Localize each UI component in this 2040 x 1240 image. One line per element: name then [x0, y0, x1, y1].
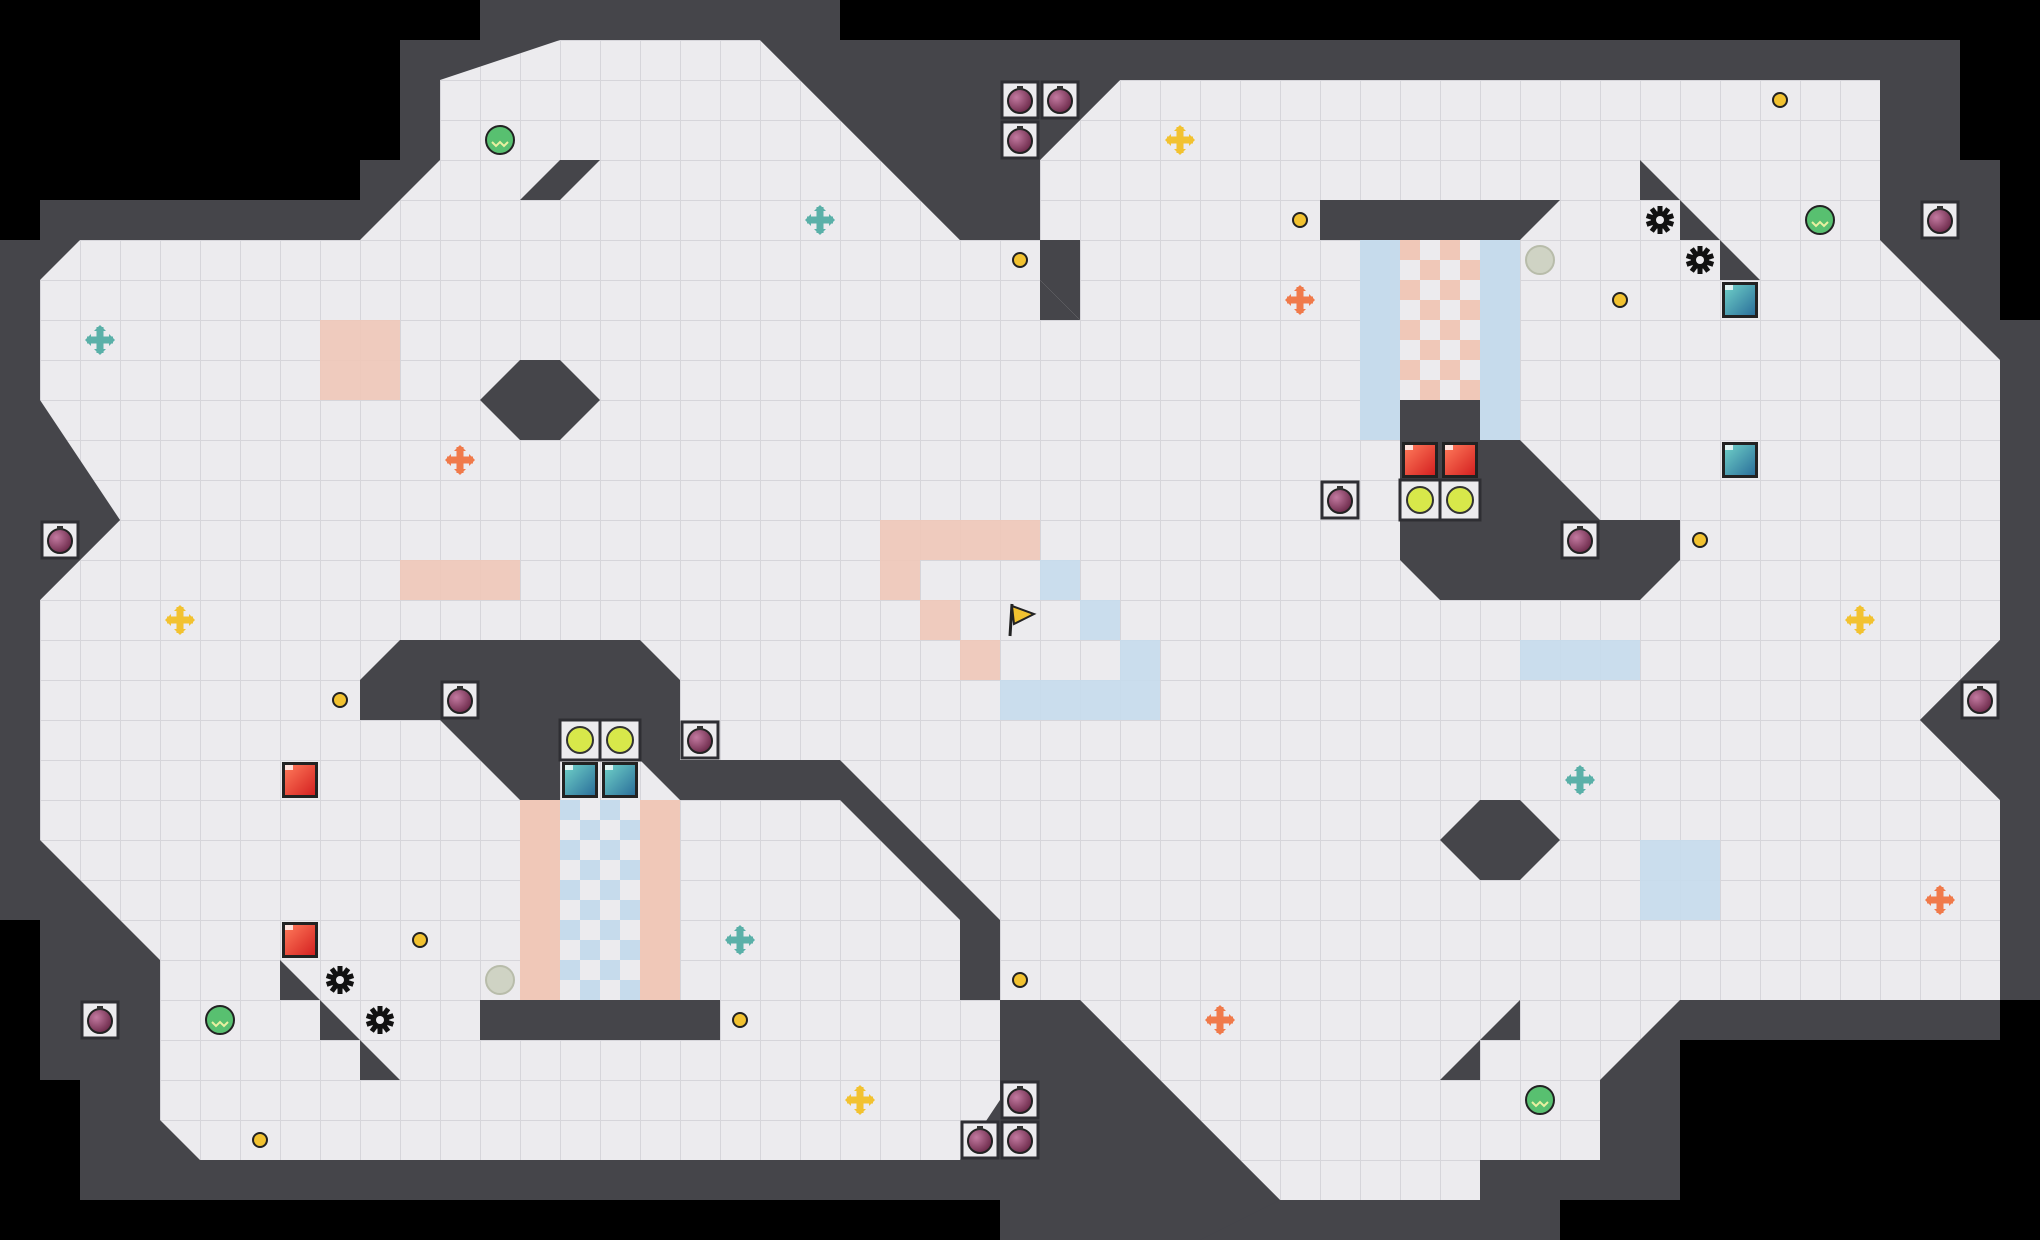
bomb-icon[interactable]: [1320, 480, 1360, 520]
plus-powerup-icon[interactable]: [1845, 605, 1875, 635]
coin-icon[interactable]: [1692, 532, 1708, 548]
green-gem-icon[interactable]: [1525, 1085, 1555, 1115]
right-room-floor: [1000, 80, 2000, 1200]
colored-block-icon[interactable]: [1442, 442, 1478, 478]
gear-spike-icon[interactable]: [365, 1006, 395, 1034]
coin-icon[interactable]: [732, 1012, 748, 1028]
colored-block-icon[interactable]: [602, 762, 638, 798]
colored-block-icon[interactable]: [282, 922, 318, 958]
colored-zones: [320, 240, 1720, 1000]
coin-icon[interactable]: [1612, 292, 1628, 308]
plus-powerup-icon[interactable]: [85, 325, 115, 355]
coin-icon[interactable]: [1772, 92, 1788, 108]
plus-powerup-icon[interactable]: [165, 605, 195, 635]
coin-icon[interactable]: [332, 692, 348, 708]
entities-layer: [40, 80, 2000, 1160]
pressure-button-icon[interactable]: [1398, 478, 1442, 522]
bomb-icon[interactable]: [440, 680, 480, 720]
coin-icon[interactable]: [1292, 212, 1308, 228]
plus-powerup-icon[interactable]: [725, 925, 755, 955]
plus-powerup-icon[interactable]: [1205, 1005, 1235, 1035]
bomb-icon[interactable]: [1000, 1080, 1040, 1120]
coin-icon[interactable]: [1012, 972, 1028, 988]
left-room-floor: [40, 40, 1040, 1160]
gear-spike-icon[interactable]: [1685, 246, 1715, 274]
colored-block-icon[interactable]: [1402, 442, 1438, 478]
bomb-icon[interactable]: [40, 520, 80, 560]
colored-block-icon[interactable]: [282, 762, 318, 798]
green-gem-icon[interactable]: [1805, 205, 1835, 235]
plus-powerup-icon[interactable]: [1285, 285, 1315, 315]
plus-powerup-icon[interactable]: [1165, 125, 1195, 155]
bomb-icon[interactable]: [80, 1000, 120, 1040]
colored-block-icon[interactable]: [562, 762, 598, 798]
pressure-button-icon[interactable]: [598, 718, 642, 762]
bomb-icon[interactable]: [680, 720, 720, 760]
pressure-button-icon[interactable]: [558, 718, 602, 762]
gear-spike-icon[interactable]: [325, 966, 355, 994]
green-gem-icon[interactable]: [205, 1005, 235, 1035]
flag-icon[interactable]: [1008, 603, 1037, 637]
bomb-icon[interactable]: [1560, 520, 1600, 560]
pressure-button-icon[interactable]: [1438, 478, 1482, 522]
bomb-icon[interactable]: [1000, 80, 1040, 120]
colored-block-icon[interactable]: [1722, 442, 1758, 478]
plus-powerup-icon[interactable]: [445, 445, 475, 475]
plus-powerup-icon[interactable]: [1565, 765, 1595, 795]
colored-block-icon[interactable]: [1722, 282, 1758, 318]
plus-powerup-icon[interactable]: [805, 205, 835, 235]
plus-powerup-icon[interactable]: [845, 1085, 875, 1115]
bomb-icon[interactable]: [1040, 80, 1080, 120]
bomb-icon[interactable]: [1920, 200, 1960, 240]
coin-icon[interactable]: [412, 932, 428, 948]
bomb-icon[interactable]: [1000, 1120, 1040, 1160]
coin-icon[interactable]: [1012, 252, 1028, 268]
bomb-icon[interactable]: [960, 1120, 1000, 1160]
grey-orb-icon[interactable]: [1525, 245, 1555, 275]
bomb-icon[interactable]: [1000, 120, 1040, 160]
plus-powerup-icon[interactable]: [1925, 885, 1955, 915]
green-gem-icon[interactable]: [485, 125, 515, 155]
bomb-icon[interactable]: [1960, 680, 2000, 720]
grey-orb-icon[interactable]: [485, 965, 515, 995]
gear-spike-icon[interactable]: [1645, 206, 1675, 234]
coin-icon[interactable]: [252, 1132, 268, 1148]
